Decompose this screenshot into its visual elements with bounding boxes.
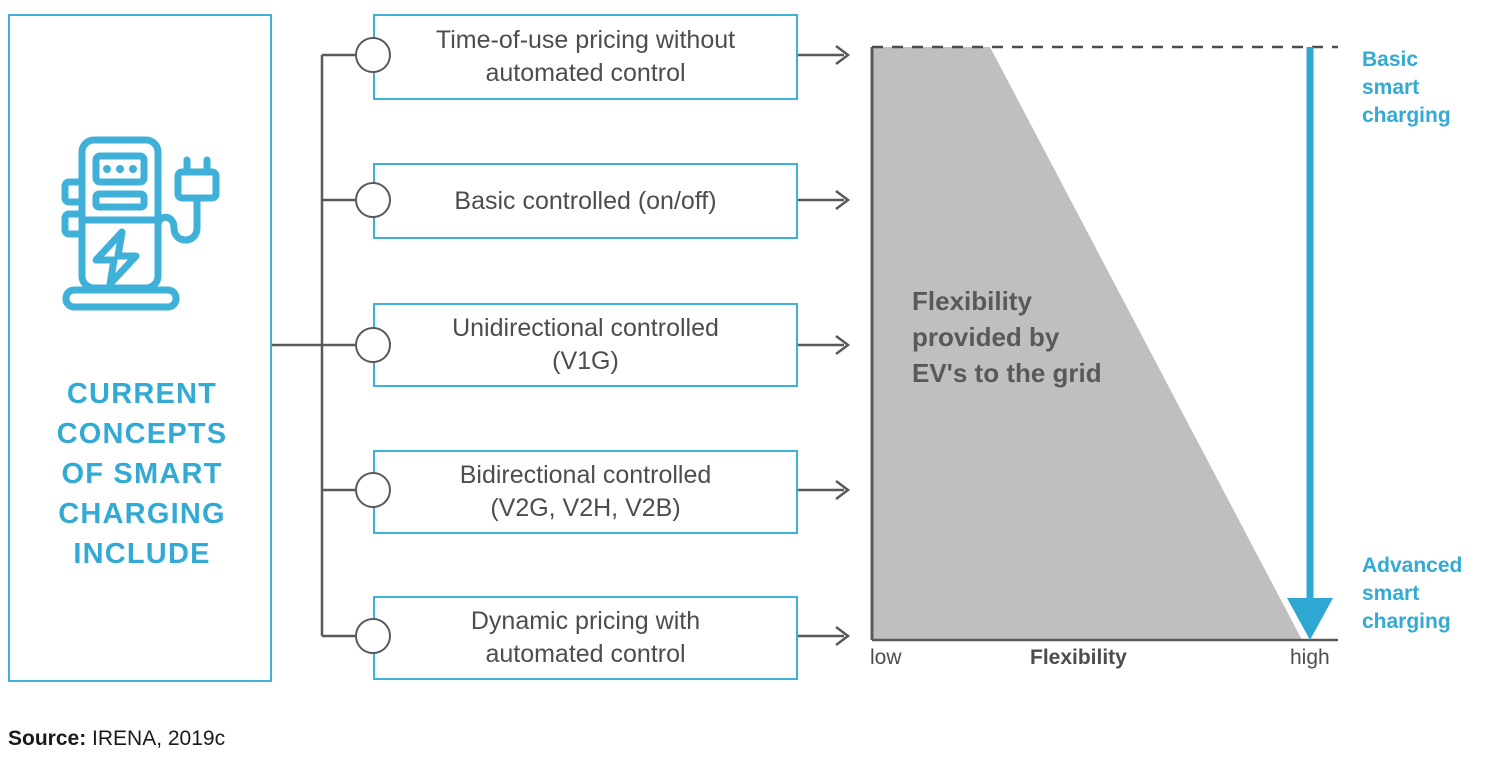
flexibility-annotation-line-3: EV's to the grid [912,358,1102,388]
panel-title-line-5: INCLUDE [73,538,211,570]
current-concepts-panel: CURRENT CONCEPTS OF SMART CHARGING INCLU… [8,14,272,682]
flexibility-annotation-line-1: Flexibility [912,286,1032,316]
ev-charging-station-icon [61,136,220,311]
concept-label-line: Dynamic pricing with [470,607,701,635]
concept-label-line: automated control [485,59,686,87]
node-circle-basic-controlled [355,182,391,218]
x-axis-title: Flexibility [1030,646,1127,669]
panel-title-line-1: CURRENT [66,378,218,410]
concept-box-bidirectional-controlled[interactable]: Bidirectional controlled (V2G, V2H, V2B) [373,450,798,534]
flexibility-annotation-line-2: provided by [912,322,1060,352]
panel-title-line-3: OF SMART [61,458,223,490]
connector-tree [272,53,355,638]
x-axis-tick-low: low [870,646,902,669]
x-axis-tick-high: high [1290,646,1330,669]
flow-arrow-unidirectional-controlled [798,335,851,355]
concept-box-time-of-use-pricing[interactable]: Time-of-use pricing without automated co… [373,14,798,100]
panel-title: CURRENT CONCEPTS OF SMART CHARGING INCLU… [10,374,274,574]
annotation-advanced-line-1: Advanced [1362,554,1463,577]
panel-title-line-2: CONCEPTS [56,418,228,450]
flow-arrow-dynamic-pricing [798,626,851,646]
flexibility-chart [870,45,1338,642]
node-circle-dynamic-pricing [355,618,391,654]
node-circle-unidirectional-controlled [355,327,391,363]
flexibility-area-shape [872,47,1302,640]
concept-label-line: Basic controlled (on/off) [454,186,717,215]
concept-label-line: automated control [485,640,686,668]
concept-box-dynamic-pricing[interactable]: Dynamic pricing with automated control [373,596,798,680]
node-circle-time-of-use-pricing [355,37,391,73]
annotation-basic-line-2: smart [1362,76,1420,99]
concept-label-line: Bidirectional controlled [459,461,712,489]
flow-arrow-basic-controlled [798,190,851,210]
annotation-advanced-line-3: charging [1362,610,1451,633]
concept-label-line: (V1G) [552,347,619,375]
concept-label-line: (V2G, V2H, V2B) [490,494,681,522]
smart-charging-gradient-arrow [1287,47,1333,640]
flow-arrow-time-of-use-pricing [798,45,851,65]
annotation-basic-smart-charging: Basic smart charging [1362,46,1482,130]
annotation-basic-line-3: charging [1362,104,1451,127]
source-note: Source: IRENA, 2019c [8,727,225,751]
panel-title-line-4: CHARGING [58,498,226,530]
annotation-advanced-smart-charging: Advanced smart charging [1362,552,1492,636]
concept-label-line: Unidirectional controlled [452,314,719,342]
source-value: IRENA, 2019c [92,727,226,750]
annotation-advanced-line-2: smart [1362,582,1420,605]
concept-box-unidirectional-controlled[interactable]: Unidirectional controlled (V1G) [373,303,798,387]
concept-label-line: Time-of-use pricing without [435,26,736,54]
node-circle-bidirectional-controlled [355,472,391,508]
flow-arrow-bidirectional-controlled [798,480,851,500]
annotation-basic-line-1: Basic [1362,48,1419,71]
source-label: Source: [8,727,87,750]
concept-box-basic-controlled[interactable]: Basic controlled (on/off) [373,163,798,239]
flexibility-annotation: Flexibility provided by EV's to the grid [912,283,1182,391]
